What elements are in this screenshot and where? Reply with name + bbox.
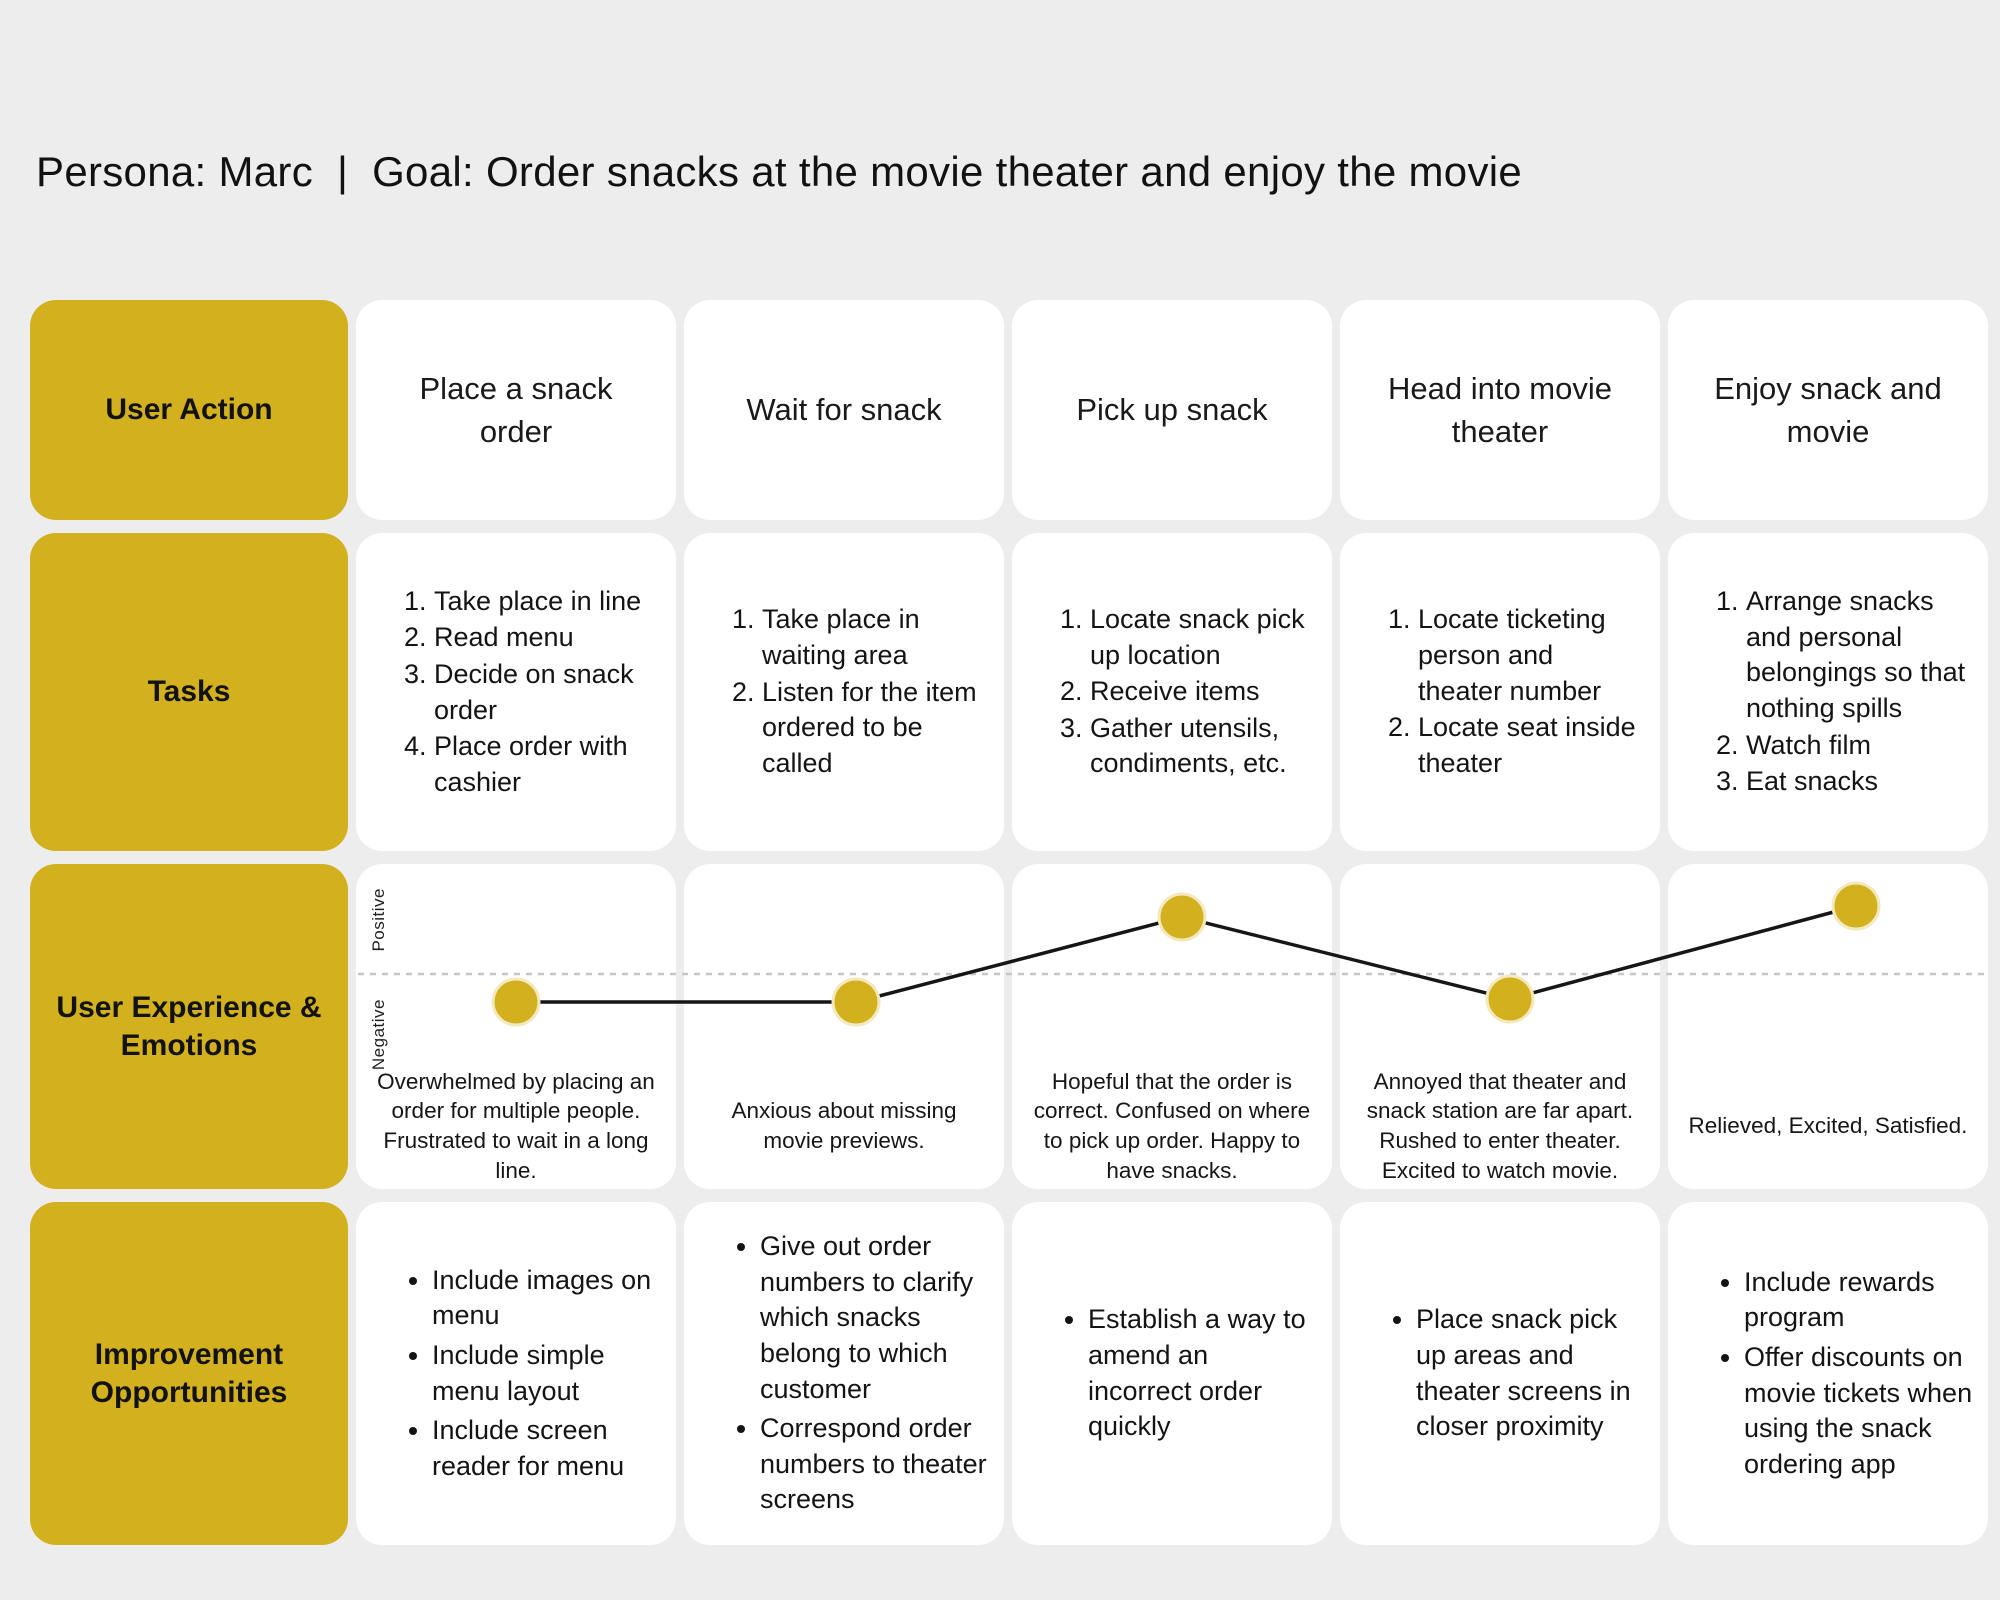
list-item: Watch film [1746,728,1970,764]
list-item: Decide on snack order [434,657,658,728]
list-item: Establish a way to amend an incorrect or… [1088,1302,1318,1445]
stage-header-2: Wait for snack [684,300,1004,520]
stage-header-1: Place a snack order [356,300,676,520]
task-list: Arrange snacks and personal belongings s… [1716,583,1970,801]
list-item: Include images on menu [432,1263,662,1334]
row-label-user-action: User Action [30,300,348,520]
list-item: Eat snacks [1746,764,1970,800]
list-item: Gather utensils, condiments, etc. [1090,711,1314,782]
task-list: Locate ticketing person and theater numb… [1388,601,1642,782]
list-item: Locate snack pick up location [1090,602,1314,673]
improve-cell-1: Include images on menuInclude simple men… [356,1202,676,1545]
list-item: Correspond order numbers to theater scre… [760,1411,990,1518]
list-item: Arrange snacks and personal belongings s… [1746,584,1970,727]
improvement-list: Give out order numbers to clarify which … [726,1225,990,1522]
improve-cell-3: Establish a way to amend an incorrect or… [1012,1202,1332,1545]
list-item: Take place in line [434,584,658,620]
emotion-cell-4: Annoyed that theater and snack station a… [1340,864,1660,1189]
row-label-improvements: Improvement Opportunities [30,1202,348,1545]
list-item: Offer discounts on movie tickets when us… [1744,1340,1974,1483]
list-item: Include screen reader for menu [432,1413,662,1484]
improvement-list: Include images on menuInclude simple men… [398,1259,662,1489]
tasks-cell-1: Take place in lineRead menuDecide on sna… [356,533,676,851]
emotion-text: Anxious about missing movie previews. [731,1098,957,1153]
journey-board: User Action Place a snack order Wait for… [30,300,1988,1545]
improvement-list: Place snack pick up areas and theater sc… [1382,1298,1646,1449]
list-item: Read menu [434,620,658,656]
emotion-cell-5: Relieved, Excited, Satisfied. [1668,864,1988,1189]
tasks-cell-2: Take place in waiting areaListen for the… [684,533,1004,851]
list-item: Locate ticketing person and theater numb… [1418,602,1642,709]
emotion-cell-2: Anxious about missing movie previews. [684,864,1004,1189]
list-item: Give out order numbers to clarify which … [760,1229,990,1407]
list-item: Take place in waiting area [762,602,986,673]
row-label-emotions: User Experience & Emotions [30,864,348,1189]
stage-header-5: Enjoy snack and movie [1668,300,1988,520]
task-list: Take place in lineRead menuDecide on sna… [404,583,658,802]
emotion-cell-3: Hopeful that the order is correct. Confu… [1012,864,1332,1189]
improvement-list: Include rewards programOffer discounts o… [1710,1261,1974,1487]
list-item: Receive items [1090,674,1314,710]
emotion-text: Annoyed that theater and snack station a… [1366,1068,1634,1183]
emotion-text: Overwhelmed by placing an order for mult… [377,1068,655,1183]
list-item: Listen for the item ordered to be called [762,675,986,782]
improve-cell-2: Give out order numbers to clarify which … [684,1202,1004,1545]
list-item: Place snack pick up areas and theater sc… [1416,1302,1646,1445]
tasks-cell-3: Locate snack pick up locationReceive ite… [1012,533,1332,851]
row-label-tasks: Tasks [30,533,348,851]
emotion-text: Relieved, Excited, Satisfied. [1688,1113,1968,1139]
emotion-cell-1: Positive Negative Overwhelmed by placing… [356,864,676,1189]
stage-header-4: Head into movie theater [1340,300,1660,520]
list-item: Include rewards program [1744,1265,1974,1336]
tasks-cell-5: Arrange snacks and personal belongings s… [1668,533,1988,851]
stage-header-3: Pick up snack [1012,300,1332,520]
improvement-list: Establish a way to amend an incorrect or… [1054,1298,1318,1449]
improve-cell-4: Place snack pick up areas and theater sc… [1340,1202,1660,1545]
list-item: Locate seat inside theater [1418,710,1642,781]
task-list: Locate snack pick up locationReceive ite… [1060,601,1314,783]
page-title: Persona: Marc | Goal: Order snacks at th… [36,148,1523,195]
axis-label-positive: Positive [369,888,388,952]
list-item: Place order with cashier [434,729,658,800]
task-list: Take place in waiting areaListen for the… [732,601,986,782]
improve-cell-5: Include rewards programOffer discounts o… [1668,1202,1988,1545]
tasks-cell-4: Locate ticketing person and theater numb… [1340,533,1660,851]
emotion-text: Hopeful that the order is correct. Confu… [1033,1068,1311,1183]
list-item: Include simple menu layout [432,1338,662,1409]
